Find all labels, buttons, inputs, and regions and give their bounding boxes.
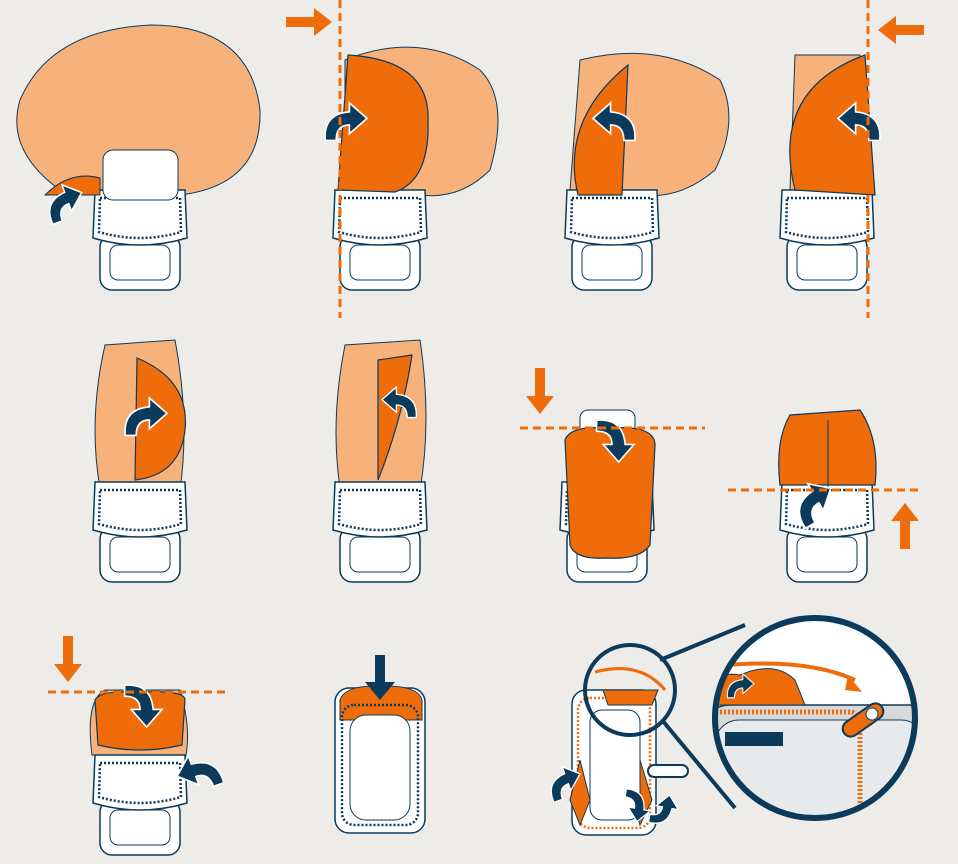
dotted-seam [337,196,423,240]
step-4 [779,0,924,318]
zip-path-arrow [594,667,667,691]
step-6 [332,339,428,583]
straight-arrow-icon [891,503,919,549]
curved-arrow-icon [49,183,83,226]
step-2 [286,0,499,318]
arrow-shape [891,503,919,549]
step-3 [564,52,730,291]
straight-arrow-icon [54,636,82,682]
dotted-seam [97,196,183,240]
curved-arrow-icon [647,794,680,824]
arrow-shape [878,16,924,44]
curved-arrow-icon [123,684,164,729]
straight-arrow-icon [286,8,332,36]
curved-arrow-icon [550,765,582,804]
right-fold-back [377,354,413,481]
curved-arrow-icon [624,788,652,823]
step-1 [16,24,261,291]
arrow-shape [324,101,369,142]
dotted-seam [337,488,423,532]
zip-arrowhead [845,675,862,692]
magnifier-small [583,643,677,737]
step-9 [48,636,230,856]
top-roll [602,689,659,706]
press-down-arrow-icon [365,655,395,700]
magnifier-connector [659,623,746,662]
curved-arrow-icon [591,101,636,142]
dotted-seam [784,488,870,532]
arrow-shape [726,672,755,699]
arrow-shape [124,396,169,437]
bag-body [332,481,428,538]
dotted-seam [569,196,655,240]
zipper-pull [647,764,689,778]
dotted-zipper [340,703,420,827]
left-fold-back [573,63,629,196]
arrow-shape [49,183,83,226]
arrow-shape [54,636,82,682]
dotted-seam [97,761,183,805]
arrow-shape [380,385,417,419]
step-10 [334,655,426,834]
bag-top [102,149,179,201]
inner-panel [349,714,411,821]
bag-body [92,754,188,811]
curved-arrow-icon [380,385,417,419]
dotted-seam [784,196,870,240]
arrow-shape [365,655,395,700]
arrow-shape [591,101,636,142]
unfolded-bag [16,24,261,196]
label-tab [725,732,783,746]
arrow-shape [123,684,164,729]
step-5 [92,339,188,583]
curved-arrow-icon [124,396,169,437]
zipper-pull-hole [865,707,879,721]
bag-body [779,189,875,246]
straight-arrow-icon [526,368,554,414]
step-11 [550,615,918,836]
inner-panel [589,709,641,821]
magnifier-connector [660,718,737,810]
straight-arrow-icon [878,16,924,44]
arrow-shape [286,8,332,36]
corner-fold [43,175,101,196]
arrow-shape [647,794,680,824]
top-flap [94,691,186,751]
curved-arrow-icon [595,419,636,464]
curved-arrow-icon [175,753,225,788]
magnifier-large-ring [712,615,918,821]
arrow-shape [175,753,225,788]
bag-body [92,189,188,246]
arrow-shape [550,765,582,804]
arrow-shape [624,788,652,823]
arrow-shape [595,419,636,464]
step-8 [728,409,920,583]
arrow-shape [526,368,554,414]
right-fold [789,54,876,196]
top-roll [778,409,877,486]
curved-arrow-icon [726,672,755,699]
curved-arrow-icon [324,101,369,142]
curved-arrow-icon [798,482,832,530]
arrow-shape [798,482,832,530]
bag-body [332,189,428,246]
bag-body [92,481,188,538]
left-fold [337,54,429,193]
bag-body [564,189,660,246]
dotted-seam [97,488,183,532]
step-7 [520,368,705,583]
